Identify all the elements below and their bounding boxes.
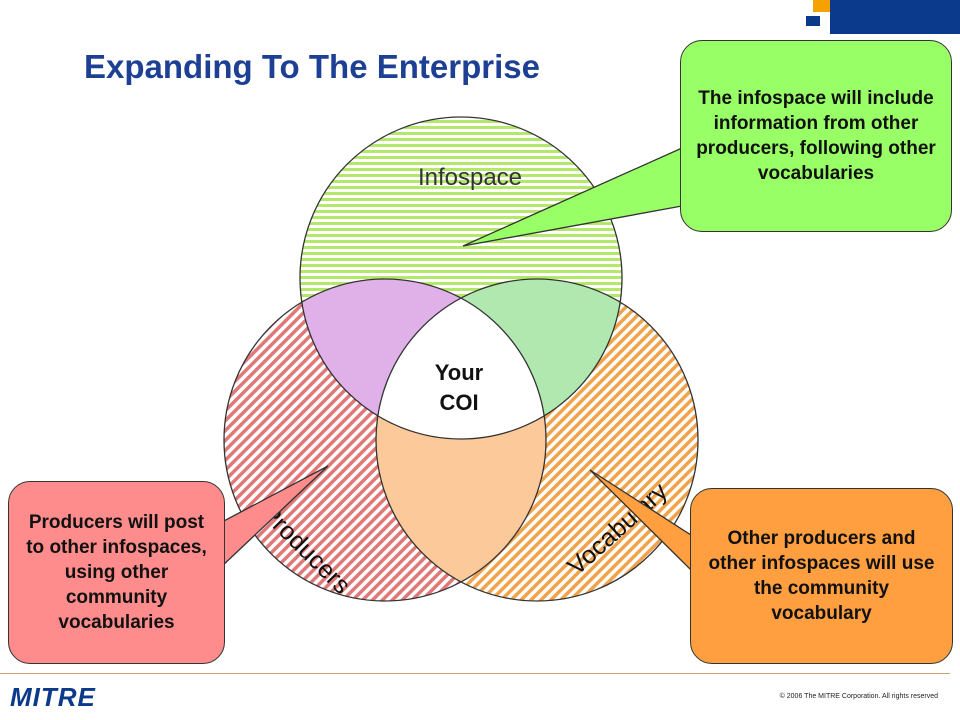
center-label-line1: Your <box>435 360 484 385</box>
center-overlap <box>376 279 546 439</box>
page-title: Expanding To The Enterprise <box>84 48 540 85</box>
callout-vocabulary: Other producers and other infospaces wil… <box>690 488 953 664</box>
producers-outline <box>223 278 547 602</box>
mitre-logo: MITRE <box>10 682 96 712</box>
corner-accent-blue-small <box>806 16 820 26</box>
center-label-line2: COI <box>439 390 478 415</box>
vocabulary-outline <box>375 278 699 602</box>
callout-producers: Producers will post to other infospaces,… <box>8 481 225 664</box>
corner-accent-orange <box>813 0 830 12</box>
infospace-outline <box>299 116 623 440</box>
callout-infospace: The infospace will include information f… <box>680 40 952 232</box>
copyright-notice: © 2006 The MITRE Corporation. All rights… <box>779 693 938 700</box>
footer-divider <box>0 673 950 674</box>
infospace-label: Infospace <box>418 164 522 191</box>
corner-accent-blue <box>830 0 960 34</box>
